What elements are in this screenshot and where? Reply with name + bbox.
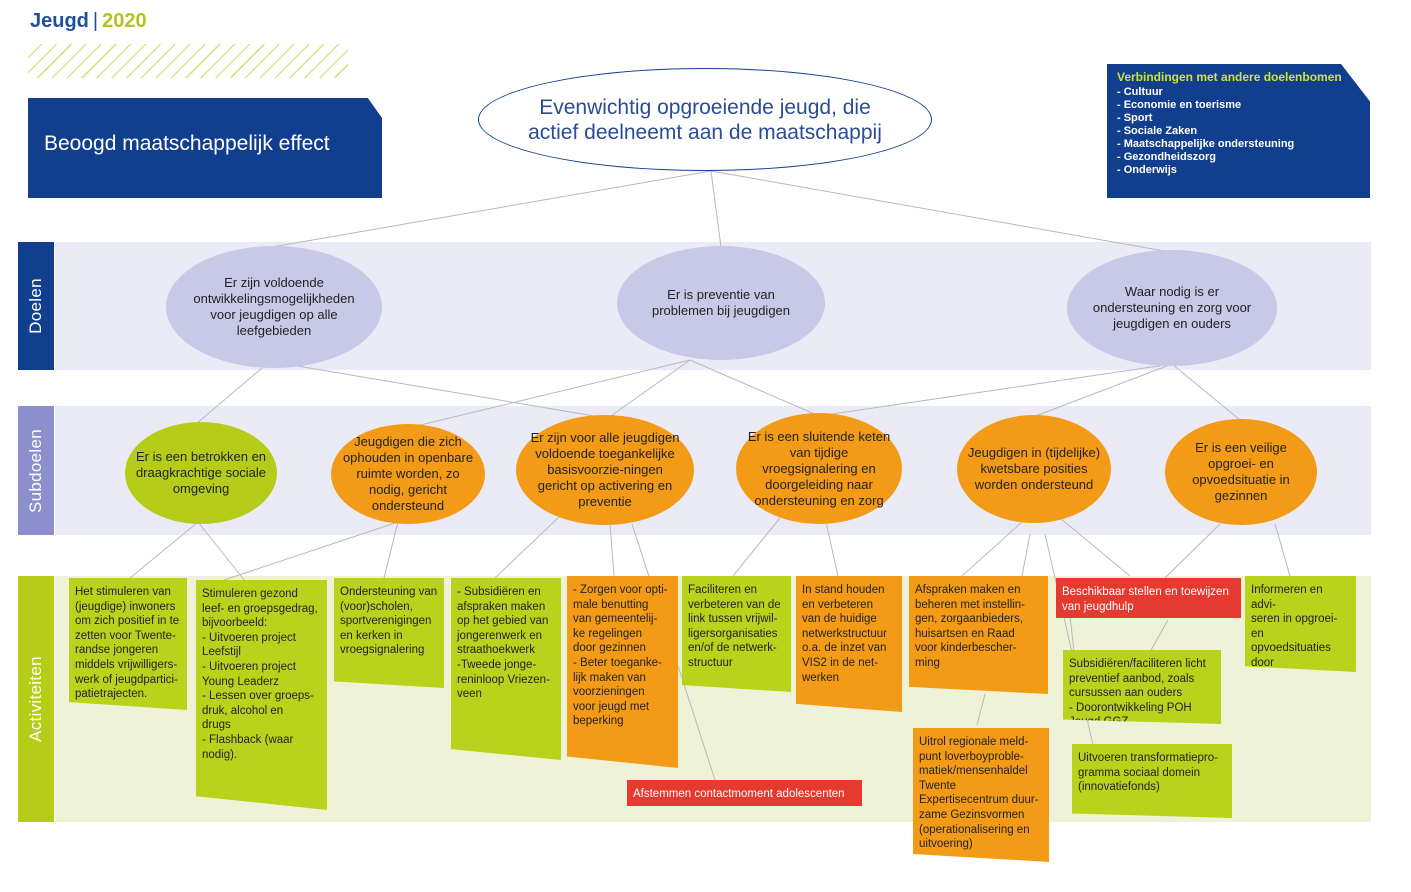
links-item: - Sociale Zaken — [1117, 125, 1198, 137]
doelen-side-label: Doelen — [18, 242, 54, 370]
activity-network-structure: In stand houden en verbeteren van de hui… — [796, 576, 902, 712]
activity-contact-moment: Afstemmen contactmoment adolescenten — [627, 780, 862, 806]
subgoal-safe-family: Er is een veilige opgroei- en opvoedsitu… — [1165, 419, 1317, 525]
subgoal-vulnerable-youth: Jeugdigen in (tijdelijke) kwetsbare posi… — [957, 415, 1111, 523]
activity-youth-work: - Subsidiëren en afspraken maken op het … — [451, 578, 561, 760]
activity-agreements: Afspraken maken en beheren met instellin… — [909, 576, 1048, 694]
links-item: - Economie en toerisme — [1117, 99, 1242, 111]
goal-prevention: Er is preventie van problemen bij jeugdi… — [617, 246, 825, 360]
activiteiten-side-label: Activiteiten — [18, 576, 54, 822]
activity-healthy-lifestyle: Stimuleren gezond leef- en groepsgedrag,… — [196, 580, 327, 810]
links-item: - Cultuur — [1117, 86, 1163, 98]
activity-light-prevention: Subsidiëren/faciliteren licht preventief… — [1063, 650, 1221, 724]
activity-youth-care: Beschikbaar stellen en toewijzen van jeu… — [1056, 578, 1241, 618]
links-title: Verbindingen met andere doelenbomen — [1117, 70, 1342, 84]
subdoelen-side-label: Subdoelen — [18, 406, 54, 535]
activity-municipal-schemes: - Zorgen voor opti- male benutting van g… — [567, 576, 678, 768]
links-item: - Onderwijs — [1117, 164, 1177, 176]
main-goal-ellipse: Evenwichtig opgroeiende jeugd, die actie… — [478, 68, 932, 171]
decorative-hatch — [28, 44, 348, 78]
subgoal-basic-facilities: Er zijn voor alle jeugdigen voldoende to… — [516, 415, 694, 525]
subgoal-social-environment: Er is een betrokken en draagkrachtige so… — [125, 422, 277, 524]
goal-development: Er zijn voldoende ontwikkelingsmogelijkh… — [166, 246, 382, 368]
activity-cjg-advice: Informeren en advi- seren in opgroei- en… — [1245, 576, 1356, 672]
header-title: Jeugd|2020 — [30, 10, 147, 33]
activity-volunteer-link: Faciliteren en verbeteren van de link tu… — [682, 576, 791, 692]
header-prefix: Jeugd — [30, 10, 89, 32]
effect-label: Beoogd maatschappelijk effect — [44, 132, 330, 155]
header-year: 2020 — [102, 10, 147, 32]
goal-support-care: Waar nodig is er ondersteuning en zorg v… — [1067, 250, 1277, 366]
links-item: - Gezondheidszorg — [1117, 151, 1216, 163]
activity-transformation: Uitvoeren transformatiepro- gramma socia… — [1072, 744, 1232, 818]
links-item: - Sport — [1117, 112, 1153, 124]
subgoal-public-space: Jeugdigen die zich ophouden in openbare … — [331, 424, 485, 524]
links-item: - Maatschappelijke ondersteuning — [1117, 138, 1295, 150]
activity-volunteering: Het stimuleren van (jeugdige) inwoners o… — [69, 578, 187, 710]
subgoal-early-signaling: Er is een sluitende keten van tijdige vr… — [736, 413, 902, 524]
main-goal-text: Evenwichtig opgroeiende jeugd, die actie… — [528, 95, 882, 144]
activity-school-support: Ondersteuning van (voor)scholen, sportve… — [334, 578, 444, 688]
activity-loverboy: Uitrol regionale meld- punt loverboyprob… — [913, 728, 1049, 862]
effect-label-box: Beoogd maatschappelijk effect — [28, 98, 382, 198]
links-box: Verbindingen met andere doelenbomen - Cu… — [1107, 64, 1370, 198]
header-separator: | — [92, 10, 99, 32]
